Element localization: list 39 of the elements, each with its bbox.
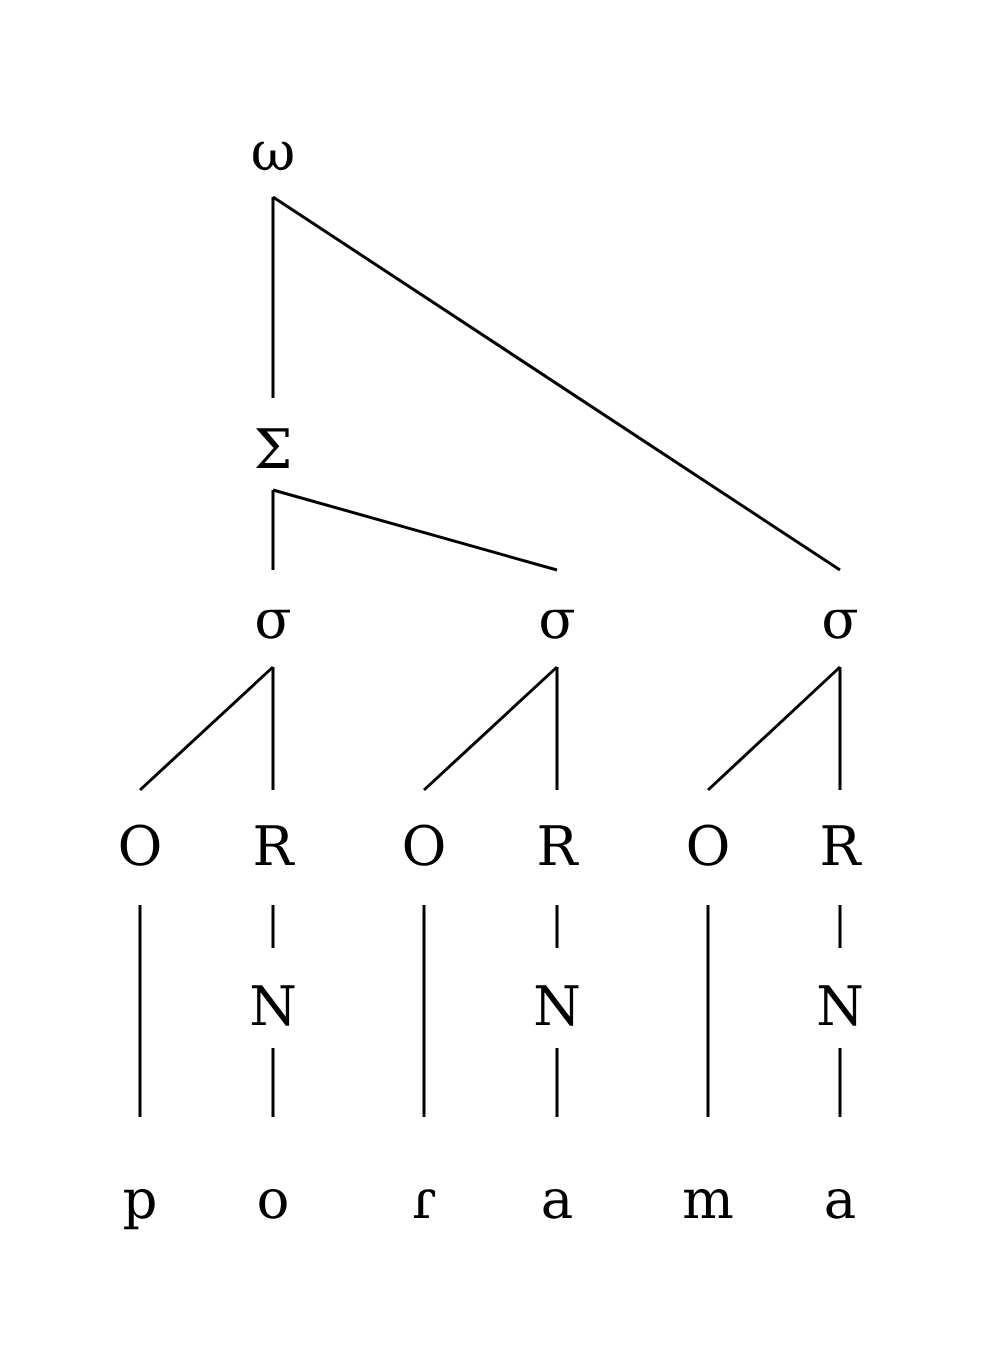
tree-label: Σ [255,428,289,468]
branch-line [707,665,842,792]
tree-label: σ [541,609,574,639]
tree-label: m [684,1188,733,1218]
tree-label: σ [824,609,857,639]
tree-label: p [124,1188,155,1230]
tree-label: N [818,985,862,1026]
branch-line [139,665,274,792]
branch-line [271,667,275,790]
branch-line [271,905,275,948]
branch-line [838,667,842,790]
tree-label: N [251,985,295,1026]
branch-line [271,490,275,570]
tree-label: O [404,824,444,866]
tree-label: σ [257,609,290,639]
tree-label: R [539,825,579,865]
branch-line [271,1048,275,1117]
tree-label: N [535,985,579,1026]
tree-label: o [259,1188,287,1219]
branch-line [838,1048,842,1117]
branch-line [423,665,559,792]
branch-line [706,905,710,1117]
branch-line [555,1048,559,1117]
branch-line [422,905,426,1117]
branch-line [272,488,558,572]
tree-label: a [543,1188,572,1219]
tree-label: ɾ [413,1189,436,1218]
branch-line [838,905,842,948]
tree-label: O [120,824,160,866]
branch-line [138,905,142,1117]
branch-line [271,197,275,398]
tree-label: R [255,825,295,865]
tree-label: O [688,824,728,866]
tree-label: ω [253,141,293,171]
branch-line [272,195,841,572]
tree-label: a [826,1188,855,1219]
tree-label: R [822,825,862,865]
branch-line [555,667,559,790]
branch-line [555,905,559,948]
